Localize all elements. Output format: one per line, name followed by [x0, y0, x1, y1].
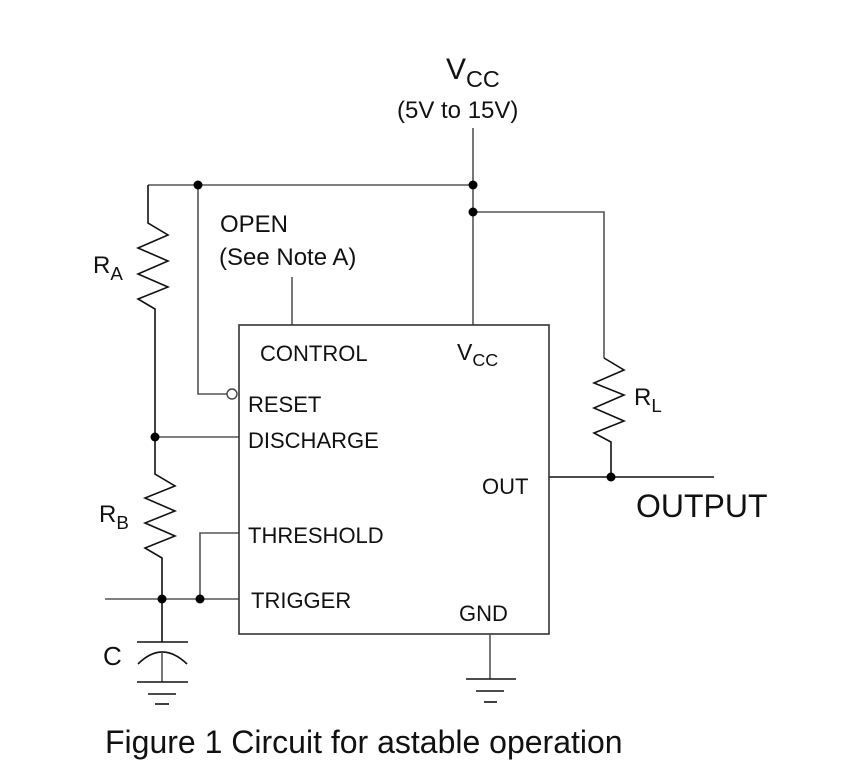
junction-dot	[157, 594, 167, 604]
resistor-ra	[135, 185, 171, 437]
threshold-wire	[199, 532, 239, 599]
pin-trigger-label: TRIGGER	[251, 588, 352, 613]
control-open-label: OPEN	[220, 211, 289, 238]
junction-dot	[150, 432, 160, 442]
rb-label: RB	[99, 501, 129, 532]
junction-dot	[468, 207, 478, 217]
rl-label-main: R	[634, 384, 652, 411]
figure-caption: Figure 1 Circuit for astable operation	[105, 724, 623, 760]
vcc-supply-sub: CC	[466, 66, 500, 93]
rl-feed-wire	[473, 211, 605, 358]
c-label: C	[103, 641, 122, 671]
pin-vcc-label: VCC	[457, 339, 498, 370]
ra-label-sub: A	[110, 262, 123, 284]
reset-wire	[197, 185, 227, 395]
reset-inverter-bubble	[226, 388, 238, 400]
rb-label-main: R	[99, 501, 117, 528]
resistor-rb	[142, 437, 178, 642]
pin-vcc-sub: CC	[472, 350, 499, 371]
junction-dot	[193, 180, 203, 190]
vcc-range-label: (5V to 15V)	[397, 97, 519, 124]
ra-label: RA	[93, 252, 123, 283]
output-label: OUTPUT	[636, 488, 768, 524]
rl-label: RL	[634, 384, 662, 415]
junction-dot	[468, 180, 478, 190]
resistor-rl	[591, 357, 627, 477]
junction-dot	[606, 472, 616, 482]
control-note-label: (See Note A)	[219, 244, 357, 271]
pin-control-label: CONTROL	[260, 341, 368, 366]
rb-label-sub: B	[116, 511, 129, 533]
vcc-supply-main: V	[446, 53, 467, 86]
pin-out-label: OUT	[482, 474, 529, 499]
timer-ic-box	[238, 324, 550, 635]
rl-label-sub: L	[651, 394, 662, 416]
pin-discharge-label: DISCHARGE	[248, 428, 379, 453]
pin-threshold-label: THRESHOLD	[248, 523, 384, 548]
vcc-supply-label: VCC	[446, 53, 500, 91]
junction-dot	[195, 594, 205, 604]
ra-label-main: R	[93, 252, 111, 279]
pin-gnd-label: GND	[459, 601, 508, 626]
pin-reset-label: RESET	[248, 392, 322, 417]
pin-vcc-main: V	[457, 339, 473, 365]
